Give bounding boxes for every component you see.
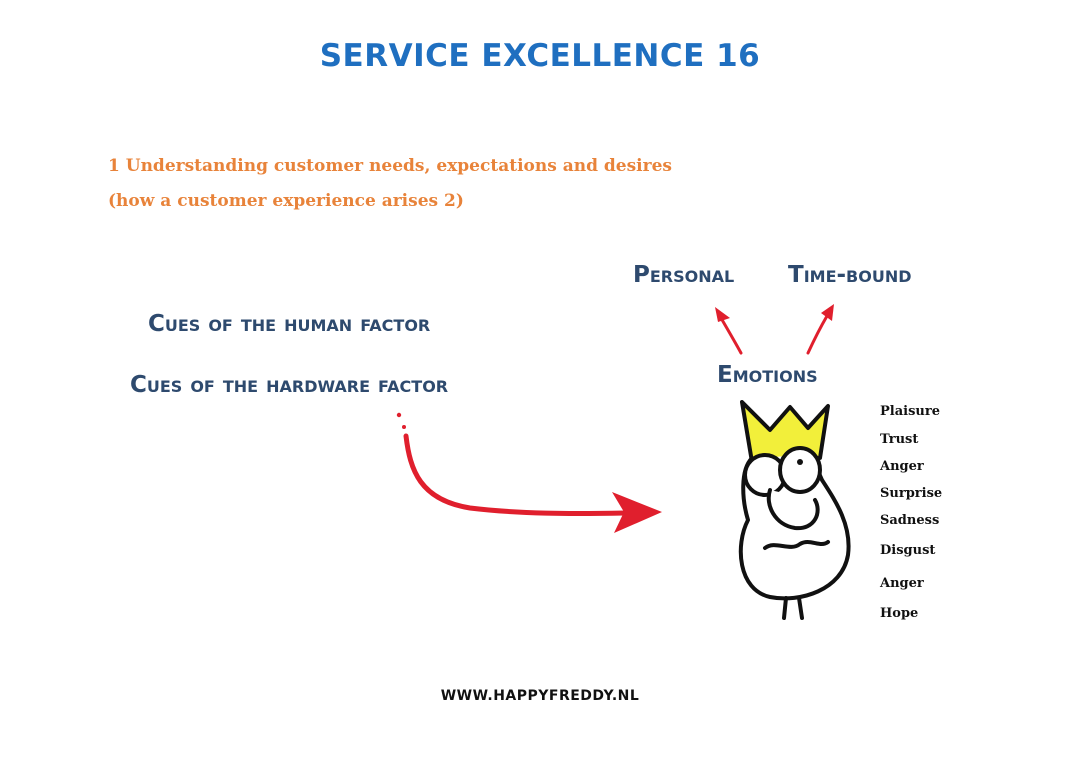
- website-footer: WWW.HAPPYFREDDY.NL: [440, 688, 640, 704]
- hardware-to-emotion-arrow: [396, 412, 662, 533]
- leg-left: [782, 596, 788, 620]
- cue-hardware-factor: Cues of the hardware factor: [130, 372, 449, 398]
- branch-time-bound: Time-bound: [788, 262, 912, 288]
- mouth: [763, 540, 830, 550]
- emotion-item: Hope: [880, 606, 919, 621]
- subtitle-line-2: (how a customer experience arises 2): [108, 191, 464, 211]
- emotion-item: Anger: [880, 459, 924, 474]
- leg-right: [797, 596, 804, 620]
- branch-personal: Personal: [633, 262, 735, 288]
- arrow-to-personal: [715, 307, 743, 355]
- cue-human-factor: Cues of the human factor: [148, 311, 431, 337]
- subtitle-line-1: 1 Understanding customer needs, expectat…: [108, 156, 672, 176]
- right-eye: [778, 446, 822, 494]
- nose: [766, 488, 820, 531]
- page-title: SERVICE EXCELLENCE 16: [319, 38, 761, 74]
- arrow-to-time-bound: [806, 304, 834, 355]
- emotion-item: Anger: [880, 576, 924, 591]
- emotion-item: Disgust: [880, 543, 936, 558]
- emotion-item: Trust: [880, 432, 919, 447]
- king-figure: [738, 400, 851, 620]
- emotion-item: Sadness: [880, 513, 940, 528]
- emotion-item: Surprise: [880, 486, 943, 501]
- emotions-label: Emotions: [717, 362, 818, 388]
- emotion-item: Plaisure: [880, 404, 940, 419]
